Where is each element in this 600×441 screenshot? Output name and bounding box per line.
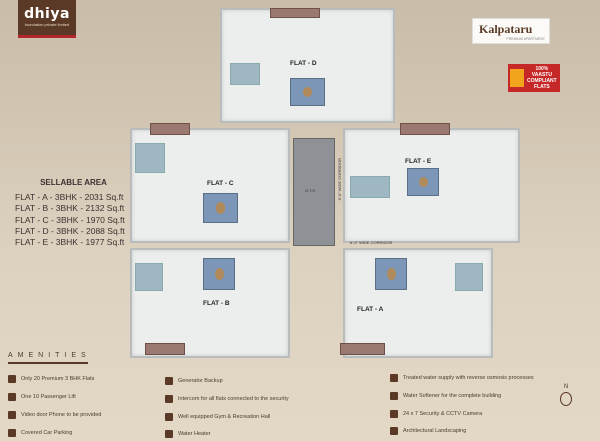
amenity-item: Only 20 Premium 3 BHK Flats — [8, 375, 94, 383]
flat-area-row: FLAT - A - 3BHK - 2031 Sq.ft — [15, 192, 124, 202]
amenity-text: Video door Phone to be provided — [21, 412, 102, 418]
amenity-text: Only 20 Premium 3 BHK Flats — [21, 376, 95, 382]
amenity-item: One 10 Passenger Lift — [8, 393, 76, 401]
amenity-text: Covered Car Parking — [21, 430, 73, 436]
sellable-area-title: SELLABLE AREA — [40, 178, 107, 187]
living-area — [203, 258, 235, 290]
north-label: N — [563, 384, 569, 390]
amenity-item: 24 x 7 Security & CCTV Camera — [390, 410, 482, 418]
amenity-item: Video door Phone to be provided — [8, 411, 101, 419]
living-area — [290, 78, 325, 106]
sellable-area: SELLABLE AREA FLAT - A - 3BHK - 2031 Sq.… — [0, 178, 135, 248]
kalpataru-logo: Kalpataru PREMIUM APARTMENT — [472, 18, 550, 44]
cctv-icon — [390, 410, 398, 418]
dhiya-logo: dhiya foundation private limited — [18, 0, 76, 38]
amenity-text: Well equipped Gym & Recreation Hall — [178, 414, 271, 420]
balcony — [400, 123, 450, 135]
balcony — [270, 8, 320, 18]
logo-tagline: foundation private limited — [24, 22, 70, 27]
vaastu-icon — [510, 69, 524, 87]
lift-icon — [8, 393, 16, 401]
video-phone-icon — [8, 411, 16, 419]
amenity-text: Treated water supply with reverse osmosi… — [403, 375, 534, 381]
landscaping-icon — [390, 427, 398, 435]
corridor-label: 6'-0" WIDE CORRIDOR — [350, 240, 393, 245]
project-tagline: PREMIUM APARTMENT — [506, 37, 545, 41]
amenity-text: Water Heater — [178, 431, 211, 437]
amenity-item: Covered Car Parking — [8, 429, 72, 437]
lift-core — [293, 138, 335, 246]
amenity-text: Generator Backup — [178, 378, 223, 384]
flat-area-row: FLAT - B - 3BHK - 2132 Sq.ft — [15, 203, 125, 214]
bathroom — [455, 263, 483, 291]
softener-icon — [390, 392, 398, 400]
balcony — [145, 343, 185, 355]
water-heater-icon — [165, 430, 173, 438]
bathroom — [135, 263, 163, 291]
badge-line: FLATS — [533, 84, 550, 90]
amenity-text: Water Softener for the complete building — [403, 393, 502, 399]
compass-icon — [560, 392, 572, 406]
amenity-item: Generator Backup — [165, 377, 223, 385]
amenity-item: Water Heater — [165, 430, 211, 438]
badge-line: COMPLIANT — [527, 78, 557, 84]
flats-icon — [8, 375, 16, 383]
floor-plan: FLAT - D FLAT - C O.T.S 6'-0" WIDE CORRI… — [125, 8, 525, 360]
flat-area-row: FLAT - D - 3BHK - 2088 Sq.ft — [15, 225, 125, 236]
flat-c-label: FLAT - C — [207, 180, 234, 187]
bathroom — [350, 176, 390, 198]
amenity-item: Treated water supply with reverse osmosi… — [390, 374, 534, 382]
amenities-title: AMENITIES — [8, 352, 91, 359]
amenity-text: Intercom for all flats connected to the … — [178, 396, 289, 402]
living-area — [375, 258, 407, 290]
badge-line: 100% — [535, 66, 549, 72]
bathroom — [230, 63, 260, 85]
amenity-item: Intercom for all flats connected to the … — [165, 395, 289, 403]
amenity-item: Architectural Landscaping — [390, 427, 466, 435]
flat-area-row: FLAT - C - 3BHK - 1970 Sq.ft — [15, 214, 125, 225]
water-icon — [390, 374, 398, 382]
bathroom — [135, 143, 165, 173]
amenity-item: Water Softener for the complete building — [390, 392, 501, 400]
generator-icon — [165, 377, 173, 385]
gym-icon — [165, 413, 173, 421]
intercom-icon — [165, 395, 173, 403]
corridor-label: 6'-0" WIDE CORRIDOR — [337, 158, 342, 201]
balcony — [340, 343, 385, 355]
amenity-item: Well equipped Gym & Recreation Hall — [165, 413, 270, 421]
amenity-text: 24 x 7 Security & CCTV Camera — [403, 411, 483, 417]
living-area — [407, 168, 439, 196]
north-compass: N — [556, 384, 576, 406]
amenity-text: Architectural Landscaping — [403, 428, 467, 434]
badge-line: VAASTU — [531, 72, 552, 78]
flat-b-label: FLAT - B — [203, 300, 230, 307]
project-logo-text: Kalpataru — [479, 22, 533, 36]
amenity-text: One 10 Passenger Lift — [21, 394, 76, 400]
flat-e-label: FLAT - E — [405, 158, 432, 165]
car-icon — [8, 429, 16, 437]
ots-label: O.T.S — [305, 188, 316, 193]
divider — [8, 362, 88, 364]
balcony — [150, 123, 190, 135]
living-area — [203, 193, 238, 223]
flat-d-label: FLAT - D — [290, 60, 317, 67]
flat-a-label: FLAT - A — [357, 306, 384, 313]
logo-text: dhiya — [24, 6, 70, 22]
flat-area-row: FLAT - E - 3BHK - 1977 Sq.ft — [15, 237, 125, 248]
